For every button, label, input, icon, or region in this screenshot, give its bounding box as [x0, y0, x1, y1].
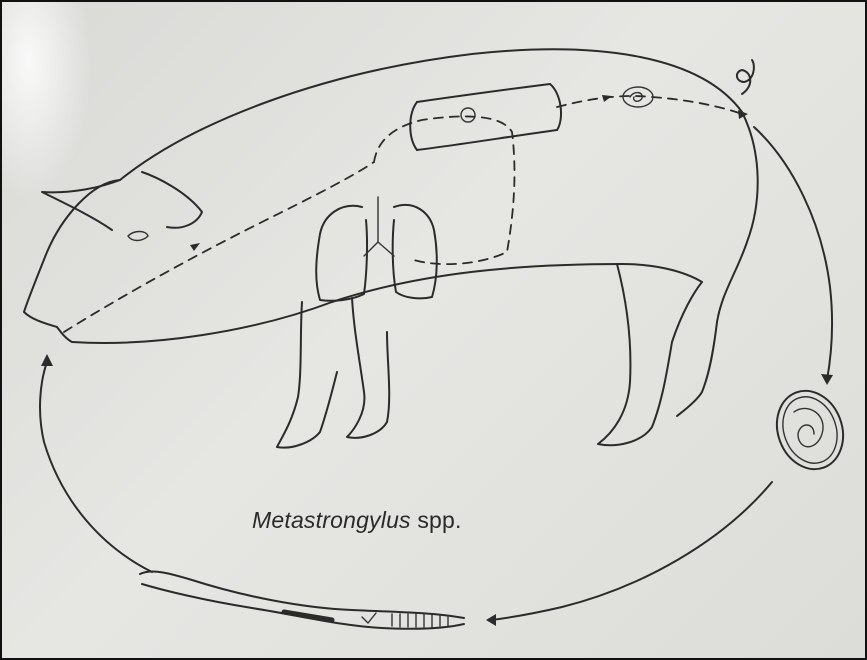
loop-tail-to-egg	[754, 127, 832, 380]
pig-hind-leg	[598, 264, 702, 445]
loop-arrow-up	[41, 354, 53, 366]
loop-worm-to-mouth	[40, 362, 152, 572]
pig-eye	[128, 232, 148, 241]
loop-arrow-worm	[486, 614, 496, 626]
earthworm	[140, 572, 464, 629]
pig-front-leg-right	[347, 298, 389, 438]
pig-tail	[737, 60, 754, 94]
arrow-head-1	[190, 243, 200, 251]
lifecycle-loop	[40, 127, 833, 626]
diagram-caption: Metastrongylus spp.	[252, 507, 672, 534]
pig-back-outline	[120, 49, 758, 322]
trachea	[364, 197, 394, 256]
earthworm-body-top	[140, 572, 464, 618]
intestine-left-end	[410, 102, 417, 150]
intestine-upper	[417, 84, 550, 102]
arrow-head-2	[602, 95, 612, 102]
path-intestine-to-tail	[557, 96, 742, 114]
pig-ear	[42, 172, 202, 230]
pig-snout-outline	[24, 180, 120, 342]
pig-illustration	[24, 49, 758, 447]
intestine-illustration	[410, 84, 561, 150]
intestine-lower	[417, 130, 557, 150]
intestine-larva	[461, 108, 475, 122]
path-mouth-to-lungs	[64, 162, 374, 332]
pig-hind-leg-far	[677, 322, 717, 416]
caption-suffix: spp.	[411, 507, 462, 533]
arrow-head-3	[738, 110, 748, 119]
earthworm-mark	[362, 613, 376, 623]
earthworm-segments	[392, 614, 448, 627]
lung-left	[316, 206, 367, 301]
caption-genus: Metastrongylus	[252, 507, 411, 533]
loop-arrow-down	[821, 374, 833, 385]
lungs-illustration	[316, 197, 437, 301]
pig-front-leg-left	[277, 302, 337, 448]
egg-large	[766, 381, 854, 478]
loop-egg-to-worm	[492, 482, 772, 620]
